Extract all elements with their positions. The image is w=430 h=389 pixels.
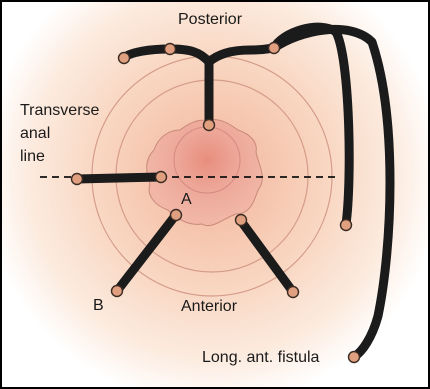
node-transverse-external (72, 174, 83, 185)
node-transverse-internal (156, 172, 167, 183)
node-a (171, 210, 182, 221)
node-anterior-external (288, 287, 299, 298)
label-posterior: Posterior (178, 11, 243, 28)
node-fistula-opening (349, 352, 360, 363)
node-posterior-left (119, 53, 130, 64)
label-transverse-1: Transverse (20, 102, 100, 119)
label-transverse-2: anal (20, 125, 50, 142)
transverse-tract (77, 177, 161, 179)
label-point-a: A (181, 191, 192, 208)
node-b (112, 286, 123, 297)
node-posterior-opening (204, 120, 215, 131)
label-transverse-3: line (20, 148, 45, 165)
node-high-tract-end (341, 220, 352, 231)
node-anterior-internal (236, 215, 247, 226)
node-posterior-mid (165, 44, 176, 55)
label-point-b: B (93, 297, 104, 314)
label-anterior: Anterior (181, 298, 238, 315)
label-fistula: Long. ant. fistula (202, 349, 320, 366)
node-posterior-right (269, 43, 280, 54)
